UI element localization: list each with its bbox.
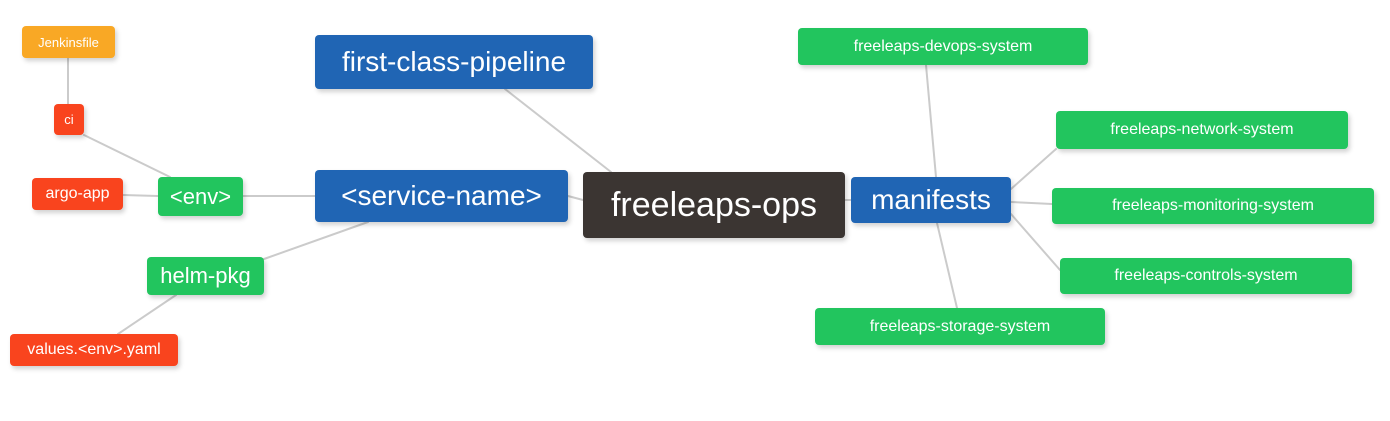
node-ci[interactable]: ci bbox=[54, 104, 84, 135]
node-label-env: <env> bbox=[169, 183, 232, 209]
node-label-first-class-pipeline: first-class-pipeline bbox=[341, 46, 567, 77]
node-manifests[interactable]: manifests bbox=[851, 177, 1011, 223]
node-first-class-pipeline[interactable]: first-class-pipeline bbox=[315, 35, 593, 89]
node-env[interactable]: <env> bbox=[158, 177, 243, 216]
edge-argo-app-to-env bbox=[122, 194, 159, 197]
node-helm-pkg[interactable]: helm-pkg bbox=[147, 257, 264, 295]
edge-helm-pkg-to-service-name bbox=[263, 221, 369, 260]
node-label-ci: ci bbox=[64, 112, 74, 127]
node-label-freeleaps-ops: freeleaps-ops bbox=[610, 186, 817, 224]
node-freeleaps-controls-system[interactable]: freeleaps-controls-system bbox=[1060, 258, 1352, 294]
edge-manifests-to-freeleaps-network-system bbox=[1010, 148, 1057, 190]
node-freeleaps-ops[interactable]: freeleaps-ops bbox=[583, 172, 845, 238]
edge-service-name-to-freeleaps-ops bbox=[567, 195, 584, 201]
node-label-freeleaps-network-system: freeleaps-network-system bbox=[1110, 121, 1294, 138]
node-freeleaps-monitoring-system[interactable]: freeleaps-monitoring-system bbox=[1052, 188, 1374, 224]
edge-first-class-pipeline-to-freeleaps-ops bbox=[504, 88, 612, 173]
node-freeleaps-devops-system[interactable]: freeleaps-devops-system bbox=[798, 28, 1088, 65]
edge-manifests-to-freeleaps-devops-system bbox=[925, 64, 937, 178]
edge-values-env-yaml-to-helm-pkg bbox=[117, 294, 177, 335]
node-label-values-env-yaml: values.<env>.yaml bbox=[27, 341, 161, 358]
node-label-freeleaps-storage-system: freeleaps-storage-system bbox=[869, 317, 1051, 335]
node-label-freeleaps-monitoring-system: freeleaps-monitoring-system bbox=[1112, 197, 1314, 214]
node-label-service-name: <service-name> bbox=[341, 180, 542, 211]
node-service-name[interactable]: <service-name> bbox=[315, 170, 568, 222]
node-label-helm-pkg: helm-pkg bbox=[160, 263, 251, 288]
edge-manifests-to-freeleaps-monitoring-system bbox=[1010, 201, 1053, 205]
node-label-argo-app: argo-app bbox=[45, 185, 110, 202]
edge-manifests-to-freeleaps-storage-system bbox=[936, 222, 958, 309]
node-argo-app[interactable]: argo-app bbox=[32, 178, 123, 210]
node-label-freeleaps-controls-system: freeleaps-controls-system bbox=[1114, 267, 1298, 284]
edge-ci-to-env bbox=[83, 134, 171, 178]
node-freeleaps-storage-system[interactable]: freeleaps-storage-system bbox=[815, 308, 1105, 345]
node-values-env-yaml[interactable]: values.<env>.yaml bbox=[10, 334, 178, 366]
node-jenkinsfile[interactable]: Jenkinsfile bbox=[22, 26, 115, 58]
node-label-jenkinsfile: Jenkinsfile bbox=[38, 34, 99, 50]
node-freeleaps-network-system[interactable]: freeleaps-network-system bbox=[1056, 111, 1348, 149]
node-label-manifests: manifests bbox=[871, 184, 991, 215]
node-label-freeleaps-devops-system: freeleaps-devops-system bbox=[853, 37, 1033, 55]
